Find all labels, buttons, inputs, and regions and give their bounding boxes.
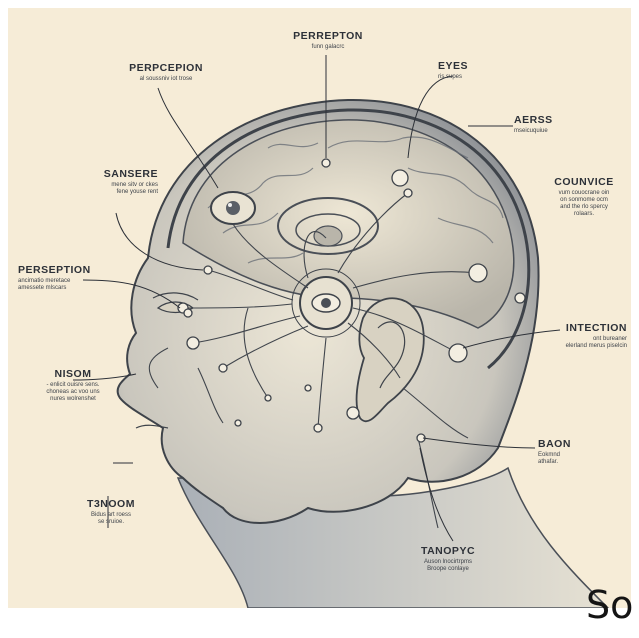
label-sansere-sub: mene sitv or ckes fene youse rent <box>72 182 158 196</box>
watermark-text: So <box>586 583 633 627</box>
label-baon-sub: Eokmnd athafar. <box>538 452 608 466</box>
label-tsnoom-sub: Bidus art roess se sruioe. <box>78 512 144 526</box>
label-aerss: AERSS mseicuquiue <box>514 114 584 135</box>
label-tsnoom-title: T3NOOM <box>78 498 144 510</box>
label-perseption: PERSEPTION ancimatio meretace amessete m… <box>18 264 118 292</box>
label-nisom-sub: - enlicit ouisre sens. choneas ac voo un… <box>28 382 118 403</box>
label-perpcepion: PERPCEPION al soussniv iot trose <box>126 62 206 83</box>
label-tsnoom: T3NOOM Bidus art roess se sruioe. <box>78 498 144 526</box>
diagram-canvas: PERREPTON funn galacrc PERPCEPION al sou… <box>8 8 631 608</box>
label-intection: INTECTION ont bureaner elerland merus pi… <box>543 322 627 350</box>
label-tanopy-title: TANOPYC <box>406 545 490 557</box>
label-aerss-title: AERSS <box>514 114 584 126</box>
label-tanopy-sub: Auson lnocirtrpms Broope conlaye <box>406 559 490 573</box>
label-eyes-title: EYES <box>438 60 498 72</box>
label-intection-sub: ont bureaner elerland merus piselcin <box>543 336 627 350</box>
label-counvice-title: COUNVICE <box>543 176 625 188</box>
label-perpcepion-title: PERPCEPION <box>126 62 206 74</box>
label-counvice: COUNVICE vum couocrane oin on sonmome oc… <box>543 176 625 218</box>
label-intection-title: INTECTION <box>543 322 627 334</box>
label-perpcepion-sub: al soussniv iot trose <box>126 76 206 83</box>
label-sansere-title: SANSERE <box>72 168 158 180</box>
label-baon: BAON Eokmnd athafar. <box>538 438 608 466</box>
label-perseption-sub: ancimatio meretace amessete mlscars <box>18 278 118 292</box>
label-baon-title: BAON <box>538 438 608 450</box>
label-perseption-title: PERSEPTION <box>18 264 118 276</box>
label-nisom: NISOM - enlicit ouisre sens. choneas ac … <box>28 368 118 403</box>
label-perreption-title: PERREPTON <box>283 30 373 42</box>
label-eyes: EYES ris supes <box>438 60 498 81</box>
label-sansere: SANSERE mene sitv or ckes fene youse ren… <box>72 168 158 196</box>
label-eyes-sub: ris supes <box>438 74 498 81</box>
label-counvice-sub: vum couocrane oin on sonmome ocm and the… <box>543 190 625 218</box>
label-perreption-sub: funn galacrc <box>283 44 373 51</box>
label-tanopy: TANOPYC Auson lnocirtrpms Broope conlaye <box>406 545 490 573</box>
label-nisom-title: NISOM <box>28 368 118 380</box>
label-aerss-sub: mseicuquiue <box>514 128 584 135</box>
label-perreption: PERREPTON funn galacrc <box>283 30 373 51</box>
